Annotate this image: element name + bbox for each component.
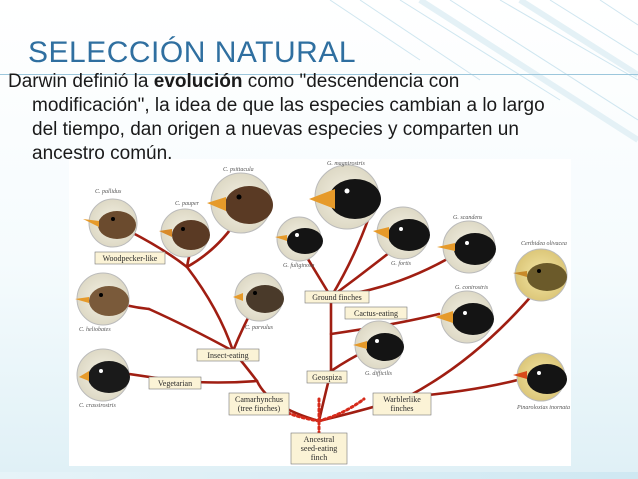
label-ancestral-text-3: finch [311, 453, 327, 462]
label-warbler: Warblerlike finches [372, 392, 432, 416]
bird-scandens [437, 220, 496, 274]
label-cactus: Cactus-eating [344, 306, 408, 320]
bird-psittacula [207, 172, 273, 234]
branch-insect-up [185, 265, 235, 353]
species-parvulus: C. parvulus [245, 325, 274, 331]
label-geospiza-text: Geospiza [312, 373, 342, 382]
label-camarhynchus-text-2: (tree finches) [238, 404, 281, 413]
bird-pallidus [83, 198, 138, 248]
body-line-2: modificación", la idea de que las especi… [32, 95, 545, 116]
species-conirostris: G. conirostris [455, 285, 489, 291]
body-line-3: del tiempo, dan origen a nuevas especies… [32, 119, 519, 140]
species-psittacula: C. psittacula [223, 167, 254, 173]
bird-difficilis [353, 320, 404, 370]
bird-crassirostris [76, 348, 130, 402]
bird-pauper [159, 208, 210, 258]
finch-evolution-diagram: C. pallidus C. pauper C. psittacula C. h… [69, 159, 571, 466]
label-ground-text: Ground finches [312, 293, 362, 302]
label-warbler-text-1: Warblerlike [383, 395, 421, 404]
species-certhidea: Certhidea olivacea [521, 241, 567, 247]
body-line-4: ancestro común. [32, 143, 173, 164]
body-line-1-post: como "descendencia con [242, 71, 460, 92]
label-woodpecker: Woodpecker-like [94, 251, 166, 265]
branch-insect-left [147, 307, 235, 353]
branch-warbler-up [405, 285, 541, 399]
title-underline [0, 74, 638, 75]
species-fortis: G. fortis [391, 260, 412, 267]
label-insect-text: Insect-eating [207, 351, 248, 360]
bird-certhidea [513, 248, 568, 302]
species-magnirostris: G. magnirostris [327, 161, 365, 167]
bird-heliobates [75, 272, 130, 326]
bird-pinaroloxias [513, 352, 567, 402]
label-vegetarian: Vegetarian [148, 376, 202, 390]
species-difficilis: G. difficilis [365, 370, 393, 377]
label-geospiza: Geospiza [306, 370, 348, 384]
label-ground: Ground finches [304, 290, 370, 304]
footer-bar [0, 472, 638, 479]
label-camarhynchus-text-1: Camarhynchus [235, 395, 283, 404]
slide-body: Darwin definió la evolución como "descen… [8, 70, 618, 166]
bird-fuliginosa [275, 216, 323, 262]
label-warbler-text-2: finches [390, 404, 413, 413]
diagram-svg: C. pallidus C. pauper C. psittacula C. h… [75, 161, 570, 465]
label-ancestral: Ancestral seed-eating finch [290, 432, 348, 465]
label-woodpecker-text: Woodpecker-like [103, 254, 158, 263]
species-crassirostris: C. crassirostris [79, 403, 116, 409]
branch-ground-up [329, 215, 371, 299]
label-ancestral-text-2: seed-eating [301, 444, 337, 453]
bird-parvulus [233, 272, 284, 322]
species-pauper: C. pauper [175, 201, 200, 207]
body-line-1-pre: Darwin definió la [8, 71, 154, 92]
label-vegetarian-text: Vegetarian [158, 379, 192, 388]
bird-fortis [373, 206, 430, 260]
species-pallidus: C. pallidus [95, 189, 122, 195]
species-heliobates: C. heliobates [79, 327, 111, 333]
slide-title: SELECCIÓN NATURAL [28, 36, 357, 69]
branch-cactus [329, 312, 441, 336]
label-insect: Insect-eating [196, 348, 260, 362]
species-fuliginosa: G. fuliginosa [283, 262, 314, 269]
label-camarhynchus: Camarhynchus (tree finches) [228, 392, 290, 416]
species-scandens: G. scandens [453, 215, 483, 221]
branch-woodpecker [127, 229, 189, 269]
label-cactus-text: Cactus-eating [354, 309, 398, 318]
bird-conirostris [435, 290, 494, 344]
body-bold-term: evolución [153, 71, 243, 92]
species-pinaroloxias: Pinaroloxias inornata [516, 405, 570, 411]
bird-magnirostris [309, 164, 381, 230]
body-line-1: Darwin definió la evolución como "descen… [8, 70, 618, 94]
label-ancestral-text-1: Ancestral [304, 435, 335, 444]
